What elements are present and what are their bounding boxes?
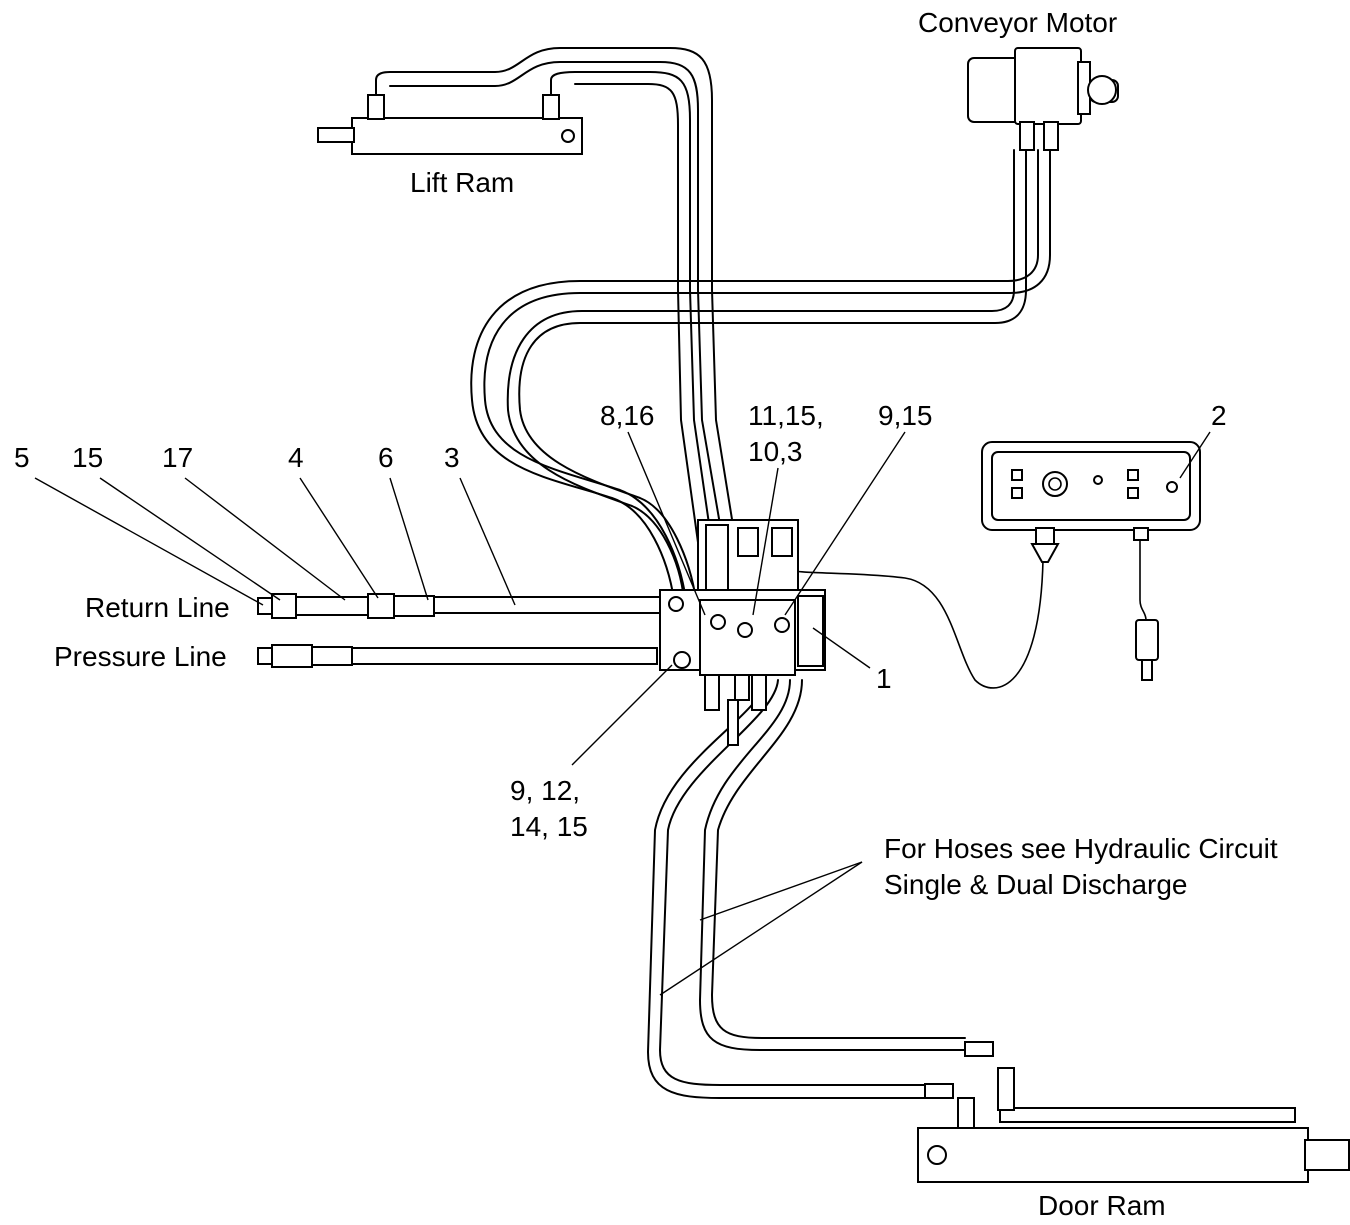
power-cable — [1139, 540, 1147, 621]
door-ram — [917, 1041, 1350, 1183]
lift-ram-hose — [389, 47, 746, 601]
door-ram-hose — [647, 679, 966, 1099]
lift-ram — [317, 71, 583, 155]
callout-5: 5 — [14, 442, 30, 473]
callout-14-15: 14, 15 — [510, 811, 588, 842]
conveyor-motor-label: Conveyor Motor — [918, 7, 1117, 38]
callout-11-15: 11,15, — [748, 400, 824, 431]
conveyor-motor — [967, 47, 1119, 151]
callout-8-16: 8,16 — [600, 400, 655, 431]
callout-1: 1 — [876, 663, 892, 694]
electrical-cable — [789, 559, 1044, 689]
return-line-fittings — [257, 593, 435, 619]
callout-10-3: 10,3 — [748, 436, 803, 467]
control-valve-block — [659, 519, 826, 746]
hose-note-line-1: For Hoses see Hydraulic Circuit — [884, 833, 1278, 864]
door-ram-label: Door Ram — [1038, 1190, 1166, 1221]
callout-4: 4 — [288, 442, 304, 473]
pressure-line-label: Pressure Line — [54, 641, 227, 672]
control-box — [981, 441, 1201, 681]
callout-15: 15 — [72, 442, 103, 473]
leader-lines — [34, 431, 1211, 996]
pressure-line-fittings — [257, 644, 353, 668]
callout-9-15: 9,15 — [878, 400, 933, 431]
lift-ram-label: Lift Ram — [410, 167, 514, 198]
callout-2: 2 — [1211, 400, 1227, 431]
callout-17: 17 — [162, 442, 193, 473]
callout-6: 6 — [378, 442, 394, 473]
callout-3: 3 — [444, 442, 460, 473]
conveyor-motor-hose — [470, 149, 1051, 601]
callout-9-12: 9, 12, — [510, 775, 580, 806]
return-line-label: Return Line — [85, 592, 230, 623]
hose-note-line-2: Single & Dual Discharge — [884, 869, 1188, 900]
